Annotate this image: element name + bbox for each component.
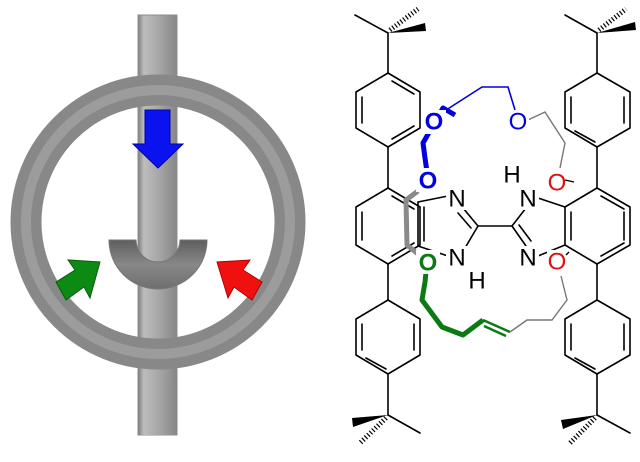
wedge-bond xyxy=(597,22,636,33)
wedge-bond xyxy=(388,23,426,33)
atom-h: H xyxy=(468,268,485,295)
gray-bold-arc xyxy=(403,189,420,256)
atom-o-blue: O xyxy=(419,168,438,195)
green-bold-chain xyxy=(419,271,485,338)
atom-nh: N xyxy=(519,186,536,213)
hash-bond xyxy=(568,416,597,445)
gray-thin-chain-top xyxy=(527,111,566,169)
wheel-ring-highlight xyxy=(21,85,295,359)
hash-bond xyxy=(358,416,388,445)
rotaxane-cartoon xyxy=(10,14,306,436)
atom-o-red: O xyxy=(548,249,567,276)
biimidazole-bonds xyxy=(417,195,566,257)
atom-n: N xyxy=(519,245,536,272)
atom-o-red: O xyxy=(548,170,567,197)
atom-n: N xyxy=(448,186,465,213)
blue-arrow-icon xyxy=(131,109,185,169)
green-arrow-icon xyxy=(55,259,101,301)
atom-o-blue: O xyxy=(509,109,528,136)
right-terphenyl xyxy=(564,14,631,434)
atom-nh: N xyxy=(448,245,465,272)
binding-cup xyxy=(108,239,208,290)
green-alkene xyxy=(482,318,511,338)
hash-bond xyxy=(388,7,420,32)
molecule-structure: N N H N H N O O O O O O xyxy=(352,7,636,445)
left-terphenyl xyxy=(354,14,421,434)
hash-bond xyxy=(597,7,628,32)
wedge-bond xyxy=(352,415,388,427)
atom-h: H xyxy=(503,162,520,189)
atom-o-blue: O xyxy=(425,109,444,136)
wedge-bond xyxy=(561,415,597,429)
blue-thin-chain xyxy=(442,86,516,113)
red-arrow-icon xyxy=(216,259,263,301)
axle-lower-overlay xyxy=(138,372,177,435)
gray-thin-chain-bottom xyxy=(509,275,568,333)
atom-o-green: O xyxy=(419,250,438,277)
